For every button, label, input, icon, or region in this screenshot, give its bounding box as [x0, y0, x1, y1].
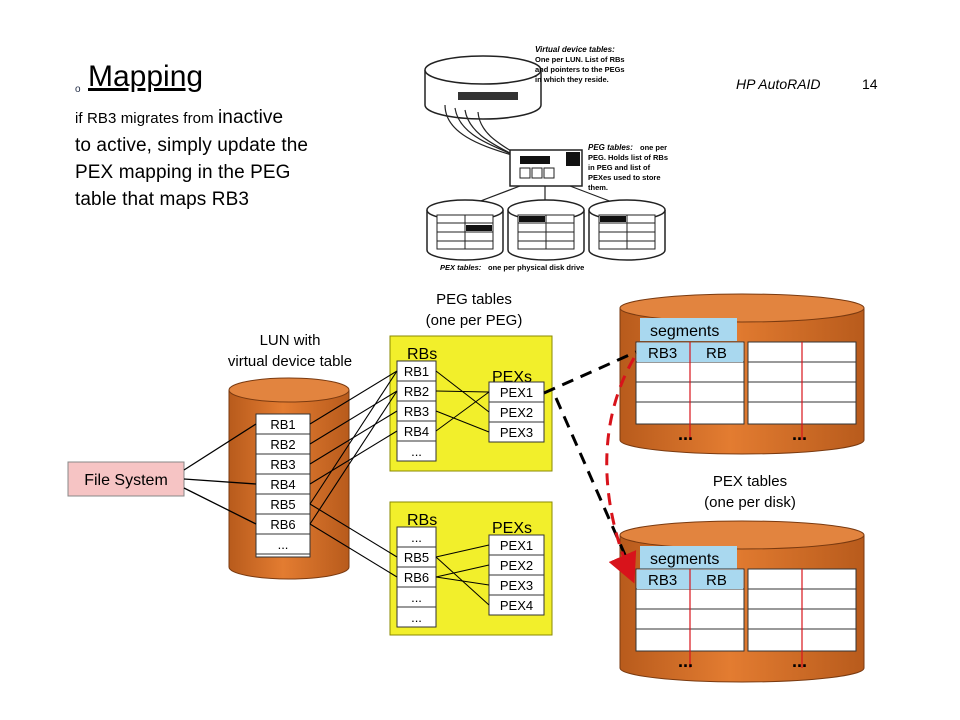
scan-peg-line-5: them. — [588, 183, 608, 192]
lun-row-label: RB1 — [270, 417, 295, 432]
peg2-rb-label: RB6 — [404, 570, 429, 585]
disk1-rb-label: RB — [706, 345, 727, 362]
scan-vdt-title: Virtual device tables: — [535, 45, 615, 54]
body-text: if RB3 migrates from inactive to active,… — [75, 104, 375, 213]
peg2-rb-label: ... — [411, 530, 422, 545]
disk1-dots-b: ... — [792, 424, 807, 444]
body-text-line-3: PEX mapping in the PEG — [75, 162, 291, 183]
disk1-segments-label: segments — [650, 323, 719, 340]
peg1-pex-label: PEX2 — [500, 405, 533, 420]
lun-row-cell — [255, 533, 311, 555]
pex-tables-label-line-1: PEX tables — [713, 473, 787, 490]
lun-row-label: RB4 — [270, 477, 295, 492]
slide-title: Mapping — [88, 60, 204, 93]
file-system-label: File System — [84, 472, 168, 489]
lun-row-label: RB6 — [270, 517, 295, 532]
peg1-pex-label: PEX3 — [500, 425, 533, 440]
peg1-rb-label: RB2 — [404, 384, 429, 399]
peg2-pex-label: PEX2 — [500, 558, 533, 573]
peg2-rb-label: ... — [411, 590, 422, 605]
body-text-line-4: table that maps RB3 — [75, 189, 250, 210]
scan-peg-line-3: in PEG and list of — [588, 163, 651, 172]
peg2-rb-cell — [396, 606, 437, 628]
fs-to-lun-lines — [183, 423, 257, 525]
lun-to-peg2-lines — [309, 503, 398, 578]
scan-peg-line-4: PEXes used to store — [588, 173, 661, 182]
peg2-pex-label: PEX4 — [500, 598, 533, 613]
peg-tables-label-line-2: (one per PEG) — [426, 312, 523, 329]
peg1-rb-label: RB3 — [404, 404, 429, 419]
scan-vdt-line-2: and pointers to the PEGs — [535, 65, 625, 74]
peg2-pexs-title: PEXs — [492, 520, 532, 537]
pex-mapping-dashed-lines — [543, 350, 638, 581]
disk1-dots-a: ... — [678, 424, 693, 444]
disk2-dots-b: ... — [792, 651, 807, 671]
pex-tables-label-line-2: (one per disk) — [704, 494, 796, 511]
migration-arrow — [605, 357, 637, 584]
lun-label-line-1: LUN with — [260, 332, 321, 349]
lun-row-label: RB5 — [270, 497, 295, 512]
disk-1-cylinder — [619, 293, 865, 455]
peg2-pex-label: PEX3 — [500, 578, 533, 593]
disk-2-cylinder — [619, 520, 865, 683]
peg1-pex-label: PEX1 — [500, 385, 533, 400]
lun-row-label: RB3 — [270, 457, 295, 472]
lun-row-label: RB2 — [270, 437, 295, 452]
scan-pex-body: one per physical disk drive — [488, 263, 584, 272]
peg1-rb-label: ... — [411, 444, 422, 459]
peg2-rb-label: RB5 — [404, 550, 429, 565]
peg1-rbs-title: RBs — [407, 346, 437, 363]
page-number: 14 — [862, 76, 878, 92]
scan-vdt-line-1: One per LUN. List of RBs — [535, 55, 625, 64]
peg-tables-label-line-1: PEG tables — [436, 291, 512, 308]
body-text-inactive: inactive — [217, 107, 284, 128]
scan-pex-title: PEX tables: — [440, 263, 482, 272]
peg2-pex-label: PEX1 — [500, 538, 533, 553]
bullet-marker: o — [75, 84, 81, 95]
scan-peg-title: PEG tables: — [588, 143, 633, 152]
scanned-figure: Virtual device tables: One per LUN. List… — [424, 45, 668, 272]
header-label: HP AutoRAID — [736, 76, 821, 92]
disk2-rb-label: RB — [706, 572, 727, 589]
disk2-dots-a: ... — [678, 651, 693, 671]
scan-peg-line-1: one per — [640, 143, 667, 152]
file-system-box — [67, 461, 185, 497]
lun-row-label: ... — [278, 537, 289, 552]
body-text-line-2: to active, simply update the — [75, 135, 309, 156]
disk2-segments-label: segments — [650, 551, 719, 568]
peg2-rbs-title: RBs — [407, 512, 437, 529]
peg2-rb-pex-lines — [435, 544, 490, 606]
scan-vdt-line-3: in which they reside. — [535, 75, 609, 84]
peg1-rb-pex-lines — [435, 370, 490, 433]
peg1-rb-cell — [396, 440, 437, 462]
disk2-rb3-label: RB3 — [648, 572, 677, 589]
disk1-rb3-label: RB3 — [648, 345, 677, 362]
peg1-rb-label: RB4 — [404, 424, 429, 439]
lun-label-line-2: virtual device table — [228, 353, 352, 370]
peg1-rb-label: RB1 — [404, 364, 429, 379]
body-text-small: if RB3 migrates from — [75, 110, 218, 127]
lun-to-peg1-lines — [309, 370, 398, 525]
peg2-rb-label: ... — [411, 610, 422, 625]
scan-peg-line-2: PEG. Holds list of RBs — [588, 153, 668, 162]
